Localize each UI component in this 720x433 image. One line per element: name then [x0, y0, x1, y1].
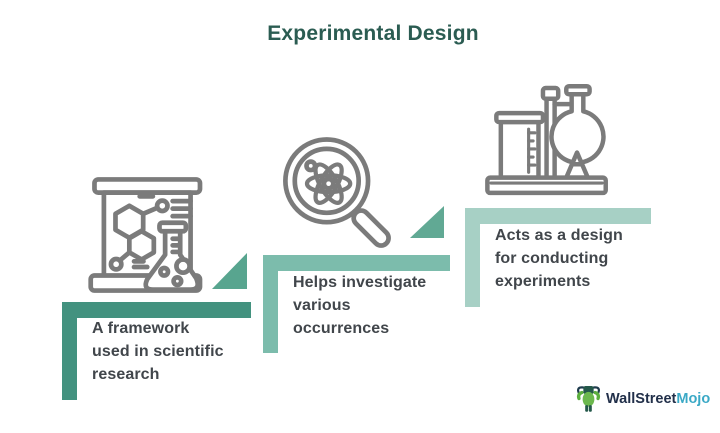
wallstreetmojo-logo: WallStreetMojo: [576, 383, 710, 414]
step2-ramp-triangle: [410, 206, 444, 238]
step1-bar-vertical: [62, 302, 77, 400]
step1-bar-horizontal: [62, 302, 251, 318]
step3-text: Acts as a design for conducting experime…: [495, 227, 623, 290]
page-title: Experimental Design: [267, 22, 479, 45]
bull-mascot-icon: [576, 383, 601, 414]
logo-text-wallstreet: WallStreet: [606, 390, 677, 407]
science-board-flask-icon: [84, 170, 218, 300]
lab-equipment-icon: [482, 76, 612, 204]
step1-text: A framework used in scientific research: [92, 320, 224, 383]
step2-bar-vertical: [263, 255, 278, 353]
magnifier-atom-icon: [276, 132, 400, 256]
step3-bar-horizontal: [465, 208, 651, 224]
step3-bar-vertical: [465, 208, 480, 307]
step2-bar-horizontal: [263, 255, 450, 271]
logo-text-mojo: Mojo: [676, 390, 711, 407]
logo-text: WallStreetMojo: [606, 391, 710, 407]
step2-text: Helps investigate various occurrences: [293, 274, 427, 337]
